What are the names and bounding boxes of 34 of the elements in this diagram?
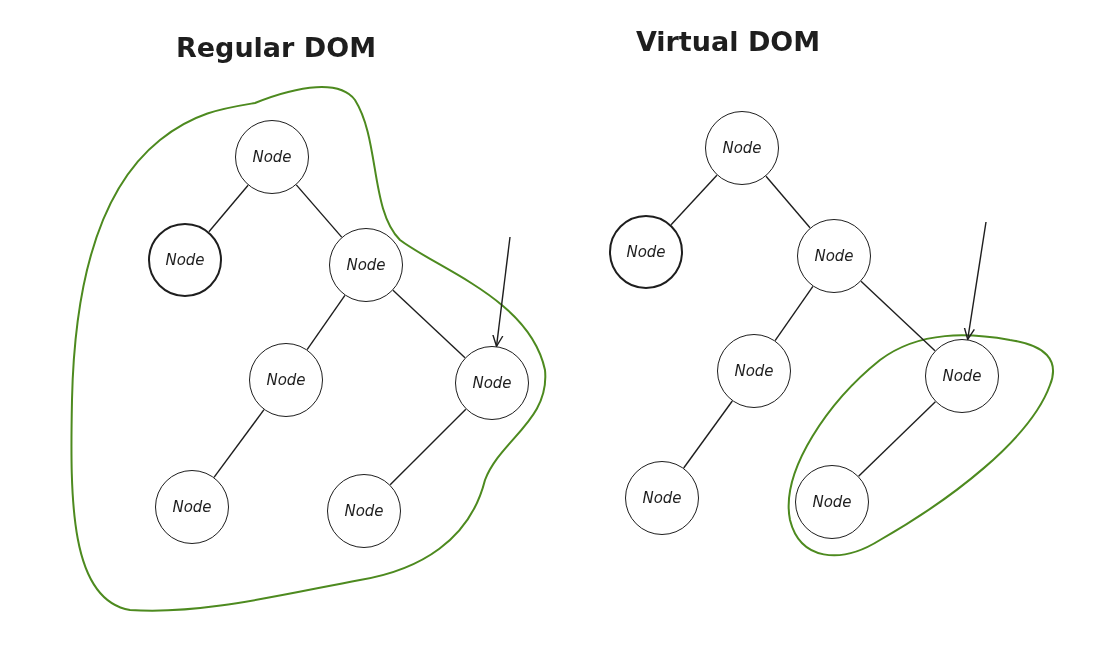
connector-line <box>683 400 733 469</box>
node-label: Node <box>344 502 384 520</box>
node-label: Node <box>722 139 762 157</box>
connector-line <box>295 184 343 238</box>
connector-line <box>670 174 718 226</box>
arrow <box>963 221 987 341</box>
node-label: Node <box>642 489 682 507</box>
diagram-heading: Virtual DOM <box>635 26 821 57</box>
connector-line <box>857 401 937 477</box>
connector-line <box>774 285 814 342</box>
connector-line <box>860 280 936 352</box>
diagram-heading: Regular DOM <box>175 32 377 63</box>
node-label: Node <box>626 243 666 261</box>
node-label: Node <box>252 148 292 166</box>
connector-line <box>765 175 811 229</box>
node-label: Node <box>266 371 306 389</box>
node-circle <box>329 228 403 302</box>
connector-line <box>213 409 265 478</box>
node-label: Node <box>942 367 982 385</box>
connector-line <box>389 408 467 486</box>
connector-line <box>306 294 346 351</box>
arrow <box>492 236 511 347</box>
connector-line <box>392 289 466 359</box>
node-label: Node <box>814 247 854 265</box>
node-circle <box>797 219 871 293</box>
node-label: Node <box>734 362 774 380</box>
node-circle <box>795 465 869 539</box>
node-label: Node <box>346 256 386 274</box>
connector-line <box>208 184 249 233</box>
node-label: Node <box>165 251 205 269</box>
node-label: Node <box>812 493 852 511</box>
node-label: Node <box>172 498 212 516</box>
node-label: Node <box>472 374 512 392</box>
node-circle <box>455 346 529 420</box>
